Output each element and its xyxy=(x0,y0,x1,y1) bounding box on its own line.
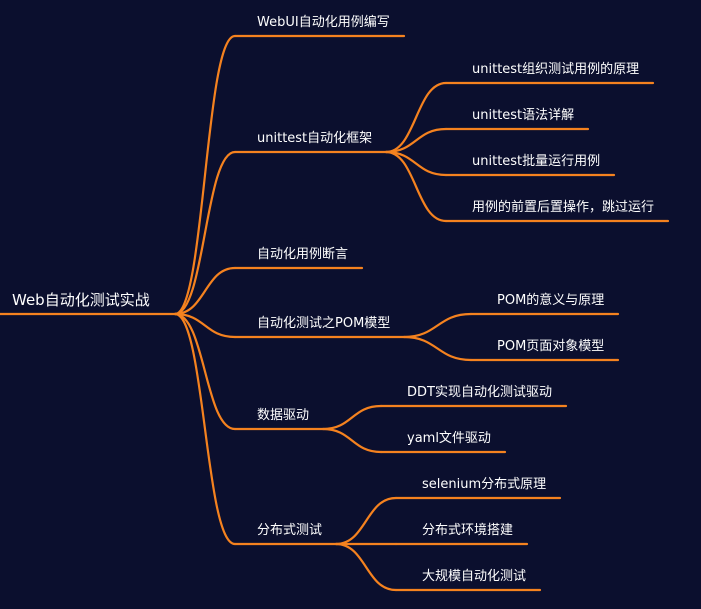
node-pom-meaning[interactable]: POM的意义与原理 xyxy=(497,293,605,308)
node-webui-case-writing[interactable]: WebUI自动化用例编写 xyxy=(257,15,390,30)
node-selenium-distributed[interactable]: selenium分布式原理 xyxy=(422,477,547,492)
node-env-setup[interactable]: 分布式环境搭建 xyxy=(422,523,514,538)
node-distributed-test[interactable]: 分布式测试 xyxy=(257,523,323,538)
branch-1-0 xyxy=(384,81,448,154)
branch-root-to-1 xyxy=(173,150,237,316)
node-pom-page-object[interactable]: POM页面对象模型 xyxy=(497,339,605,354)
branch-root-to-4 xyxy=(173,312,237,431)
branch-3-1 xyxy=(402,335,473,362)
branch-5-0 xyxy=(334,496,398,546)
node-yaml-driven[interactable]: yaml文件驱动 xyxy=(407,431,491,446)
node-large-scale-test[interactable]: 大规模自动化测试 xyxy=(422,569,527,584)
branch-4-1 xyxy=(321,427,383,454)
branch-5-2 xyxy=(334,542,398,592)
branch-root-to-0 xyxy=(173,34,237,316)
node-assertion[interactable]: 自动化用例断言 xyxy=(257,247,349,262)
node-pom-model[interactable]: 自动化测试之POM模型 xyxy=(257,316,391,331)
node-unittest-batch-run[interactable]: unittest批量运行用例 xyxy=(472,154,601,169)
node-unittest-syntax[interactable]: unittest语法详解 xyxy=(472,108,575,123)
node-data-driven[interactable]: 数据驱动 xyxy=(257,408,310,423)
branch-3-0 xyxy=(402,312,473,339)
branch-4-0 xyxy=(321,404,383,431)
node-unittest-framework[interactable]: unittest自动化框架 xyxy=(257,131,373,146)
node-ddt-driven[interactable]: DDT实现自动化测试驱动 xyxy=(407,385,552,400)
branch-root-to-5 xyxy=(173,312,237,546)
branch-1-1 xyxy=(384,127,448,154)
branch-root-to-3 xyxy=(173,312,237,339)
root-node-label[interactable]: Web自动化测试实战 xyxy=(12,291,150,309)
branch-root-to-2 xyxy=(173,266,237,316)
branch-1-2 xyxy=(384,150,448,177)
node-unittest-principle[interactable]: unittest组织测试用例的原理 xyxy=(472,62,640,77)
node-setup-teardown-skip[interactable]: 用例的前置后置操作，跳过运行 xyxy=(472,200,655,215)
branch-1-3 xyxy=(384,150,448,223)
